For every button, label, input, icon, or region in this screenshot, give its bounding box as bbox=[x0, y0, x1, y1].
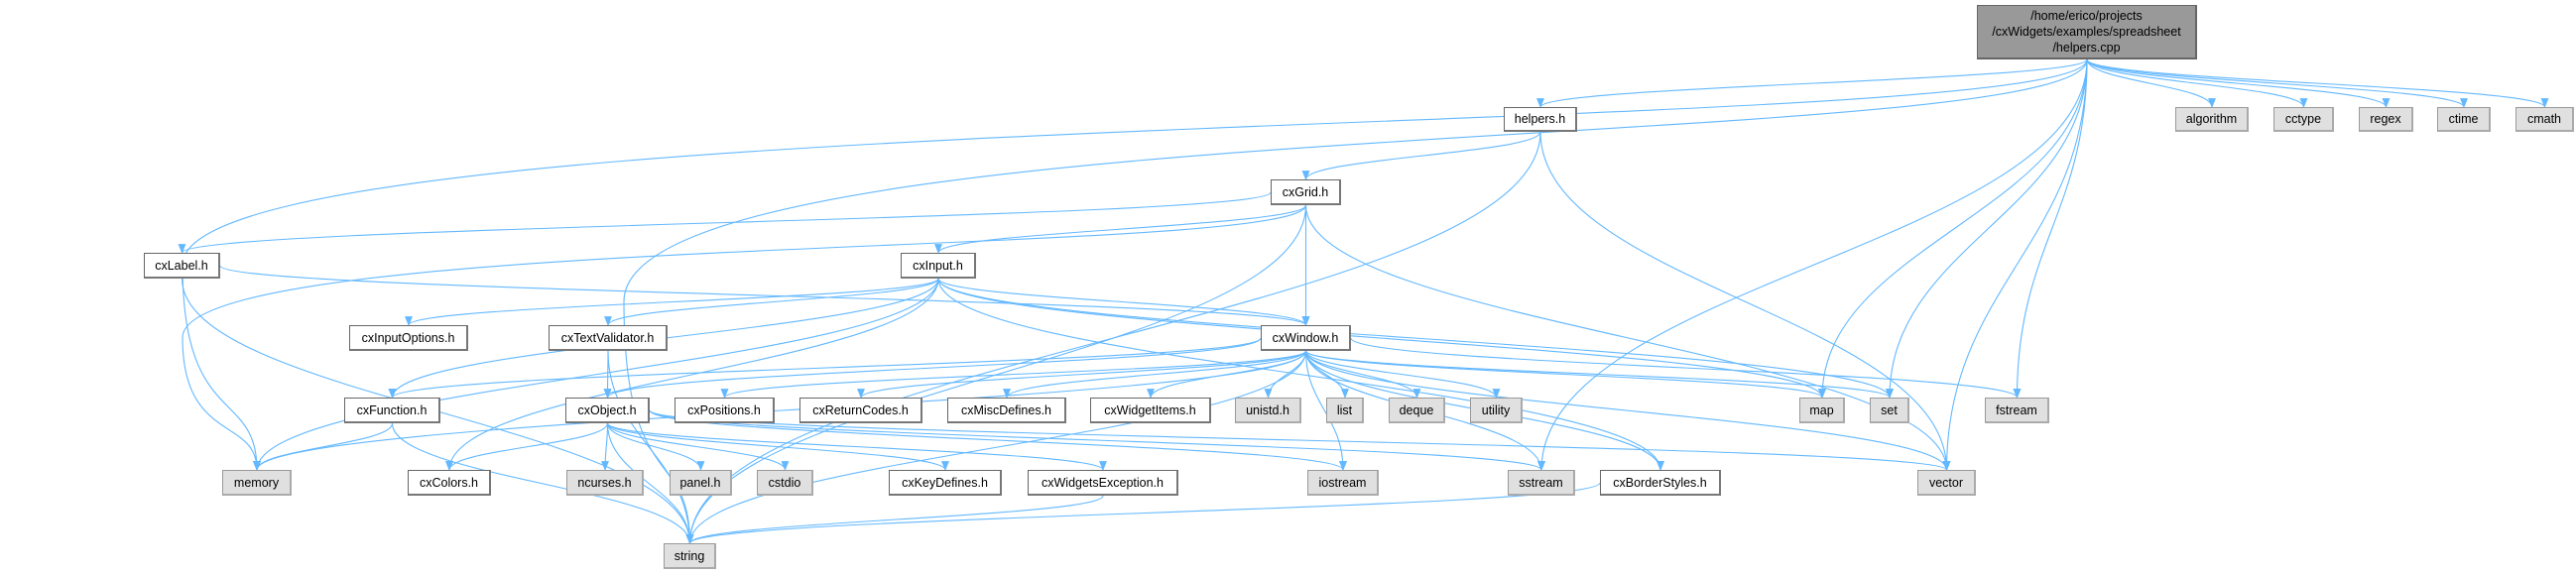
node-cxtextvalidator[interactable]: cxTextValidator.h bbox=[549, 325, 668, 351]
edge-cxobject-to-cxkeydefines bbox=[606, 422, 949, 471]
edge-root-to-cctype bbox=[2086, 58, 2308, 108]
edge-cxwindow-to-cxmiscdefines bbox=[1003, 350, 1307, 399]
node-iostream: iostream bbox=[1307, 470, 1379, 496]
edge-cxwindow-to-set bbox=[1304, 350, 1894, 399]
edge-cxwindow-to-fstream bbox=[1350, 337, 2022, 399]
edge-cxfunction-to-memory bbox=[253, 422, 394, 471]
edge-root-to-sstream bbox=[1537, 58, 2088, 471]
edge-cxwidgetsexception-to-string bbox=[685, 495, 1104, 544]
edge-root-to-ctime bbox=[2086, 58, 2468, 108]
edge-cxwindow-to-memory bbox=[253, 350, 1307, 471]
node-cxborderstyles[interactable]: cxBorderStyles.h bbox=[1600, 470, 1721, 496]
edge-cxinput-to-cxcolors bbox=[445, 278, 939, 471]
edge-root-to-helpers_h bbox=[1536, 58, 2088, 108]
root-path-line-2: /cxWidgets/examples/spreadsheet bbox=[1992, 25, 2181, 39]
node-fstream: fstream bbox=[1985, 398, 2049, 423]
edge-helpers_h-to-vector bbox=[1539, 131, 1951, 471]
edge-cxinput-to-cxborderstyles bbox=[937, 278, 1664, 471]
node-cxwidgetsexception[interactable]: cxWidgetsException.h bbox=[1028, 470, 1178, 496]
edge-cxwindow-to-cxpositions bbox=[720, 350, 1307, 399]
node-algorithm: algorithm bbox=[2175, 107, 2249, 132]
node-cxgrid[interactable]: cxGrid.h bbox=[1271, 179, 1341, 205]
edge-cxgrid-to-cxinput bbox=[934, 204, 1307, 254]
edge-cxinput-to-set bbox=[937, 278, 1894, 399]
edge-cxwindow-to-cxfunction bbox=[388, 337, 1262, 399]
edge-cxtextvalidator-to-string bbox=[607, 350, 694, 544]
node-cxwidgetitems[interactable]: cxWidgetItems.h bbox=[1090, 398, 1211, 423]
edge-cxwindow-to-string bbox=[685, 350, 1307, 544]
edge-cxobject-to-cstdio bbox=[606, 422, 790, 471]
node-ncurses: ncurses.h bbox=[566, 470, 644, 496]
edge-cxgrid-to-vector bbox=[1304, 204, 1951, 471]
node-unistd: unistd.h bbox=[1235, 398, 1301, 423]
node-cstdio: cstdio bbox=[757, 470, 813, 496]
node-panel: panel.h bbox=[670, 470, 732, 496]
node-cxinput[interactable]: cxInput.h bbox=[901, 253, 976, 279]
edge-root-to-cmath bbox=[2086, 58, 2549, 108]
node-sstream: sstream bbox=[1508, 470, 1575, 496]
node-cxmiscdefines[interactable]: cxMiscDefines.h bbox=[947, 398, 1066, 423]
edge-root-to-memory bbox=[182, 58, 2088, 471]
node-helpers-h[interactable]: helpers.h bbox=[1504, 107, 1577, 132]
edge-root-to-fstream bbox=[2013, 58, 2088, 399]
node-set: set bbox=[1870, 398, 1909, 423]
node-cmath: cmath bbox=[2515, 107, 2574, 132]
edge-cxwindow-to-cxreturncodes bbox=[857, 350, 1307, 399]
node-list: list bbox=[1326, 398, 1364, 423]
node-ctime: ctime bbox=[2437, 107, 2491, 132]
edge-cxgrid-to-memory bbox=[182, 204, 1307, 471]
edge-cxinput-to-cxinputoptions bbox=[405, 278, 939, 326]
edge-cxlabel-to-cxwindow bbox=[219, 265, 1310, 326]
node-cctype: cctype bbox=[2273, 107, 2334, 132]
node-cxinputoptions[interactable]: cxInputOptions.h bbox=[349, 325, 468, 351]
node-memory: memory bbox=[222, 470, 292, 496]
node-cxkeydefines[interactable]: cxKeyDefines.h bbox=[889, 470, 1002, 496]
edge-cxwindow-to-vector bbox=[1304, 350, 1951, 471]
edge-cxwindow-to-cxwidgetitems bbox=[1147, 350, 1307, 399]
node-cxwindow[interactable]: cxWindow.h bbox=[1261, 325, 1351, 351]
root-path-line-1: /home/erico/projects bbox=[2030, 9, 2143, 23]
node-map: map bbox=[1799, 398, 1845, 423]
edge-cxwindow-to-deque bbox=[1304, 350, 1421, 399]
edge-cxgrid-to-cxlabel bbox=[178, 191, 1272, 254]
node-vector: vector bbox=[1917, 470, 1976, 496]
node-string: string bbox=[664, 543, 716, 569]
node-cxpositions[interactable]: cxPositions.h bbox=[675, 398, 775, 423]
edge-root-to-algorithm bbox=[2086, 58, 2216, 108]
edge-cxinput-to-cxtextvalidator bbox=[604, 278, 939, 326]
node-cxobject[interactable]: cxObject.h bbox=[565, 398, 650, 423]
edge-cxinput-to-cxwindow bbox=[937, 278, 1310, 326]
edge-cxobject-to-string bbox=[606, 422, 694, 544]
edge-cxinput-to-map bbox=[937, 278, 1826, 399]
node-regex: regex bbox=[2359, 107, 2413, 132]
node-cxcolors[interactable]: cxColors.h bbox=[408, 470, 491, 496]
node-deque: deque bbox=[1389, 398, 1445, 423]
node-cxlabel[interactable]: cxLabel.h bbox=[144, 253, 220, 279]
edge-helpers_h-to-cxgrid bbox=[1301, 131, 1541, 180]
edge-cxwindow-to-utility bbox=[1304, 350, 1501, 399]
edge-root-to-set bbox=[1886, 58, 2088, 399]
edge-cxobject-to-ncurses bbox=[601, 422, 609, 471]
root-file-node: /home/erico/projects /cxWidgets/examples… bbox=[1977, 5, 2197, 59]
node-cxfunction[interactable]: cxFunction.h bbox=[344, 398, 440, 423]
node-cxreturncodes[interactable]: cxReturnCodes.h bbox=[799, 398, 922, 423]
root-path-line-3: /helpers.cpp bbox=[2052, 41, 2121, 55]
edge-cxinput-to-memory bbox=[253, 278, 939, 471]
edge-root-to-map bbox=[1818, 58, 2088, 399]
edge-root-to-vector bbox=[1942, 58, 2088, 471]
edge-cxfunction-to-string bbox=[391, 422, 694, 544]
node-utility: utility bbox=[1470, 398, 1523, 423]
edge-root-to-regex bbox=[2086, 58, 2391, 108]
edge-cxwindow-to-iostream bbox=[1304, 350, 1347, 471]
edge-cxobject-to-cxcolors bbox=[445, 422, 609, 471]
edge-cxobject-to-cxwidgetsexception bbox=[606, 422, 1107, 471]
edge-cxobject-to-panel bbox=[606, 422, 705, 471]
edge-cxwindow-to-cxobject bbox=[603, 337, 1262, 399]
